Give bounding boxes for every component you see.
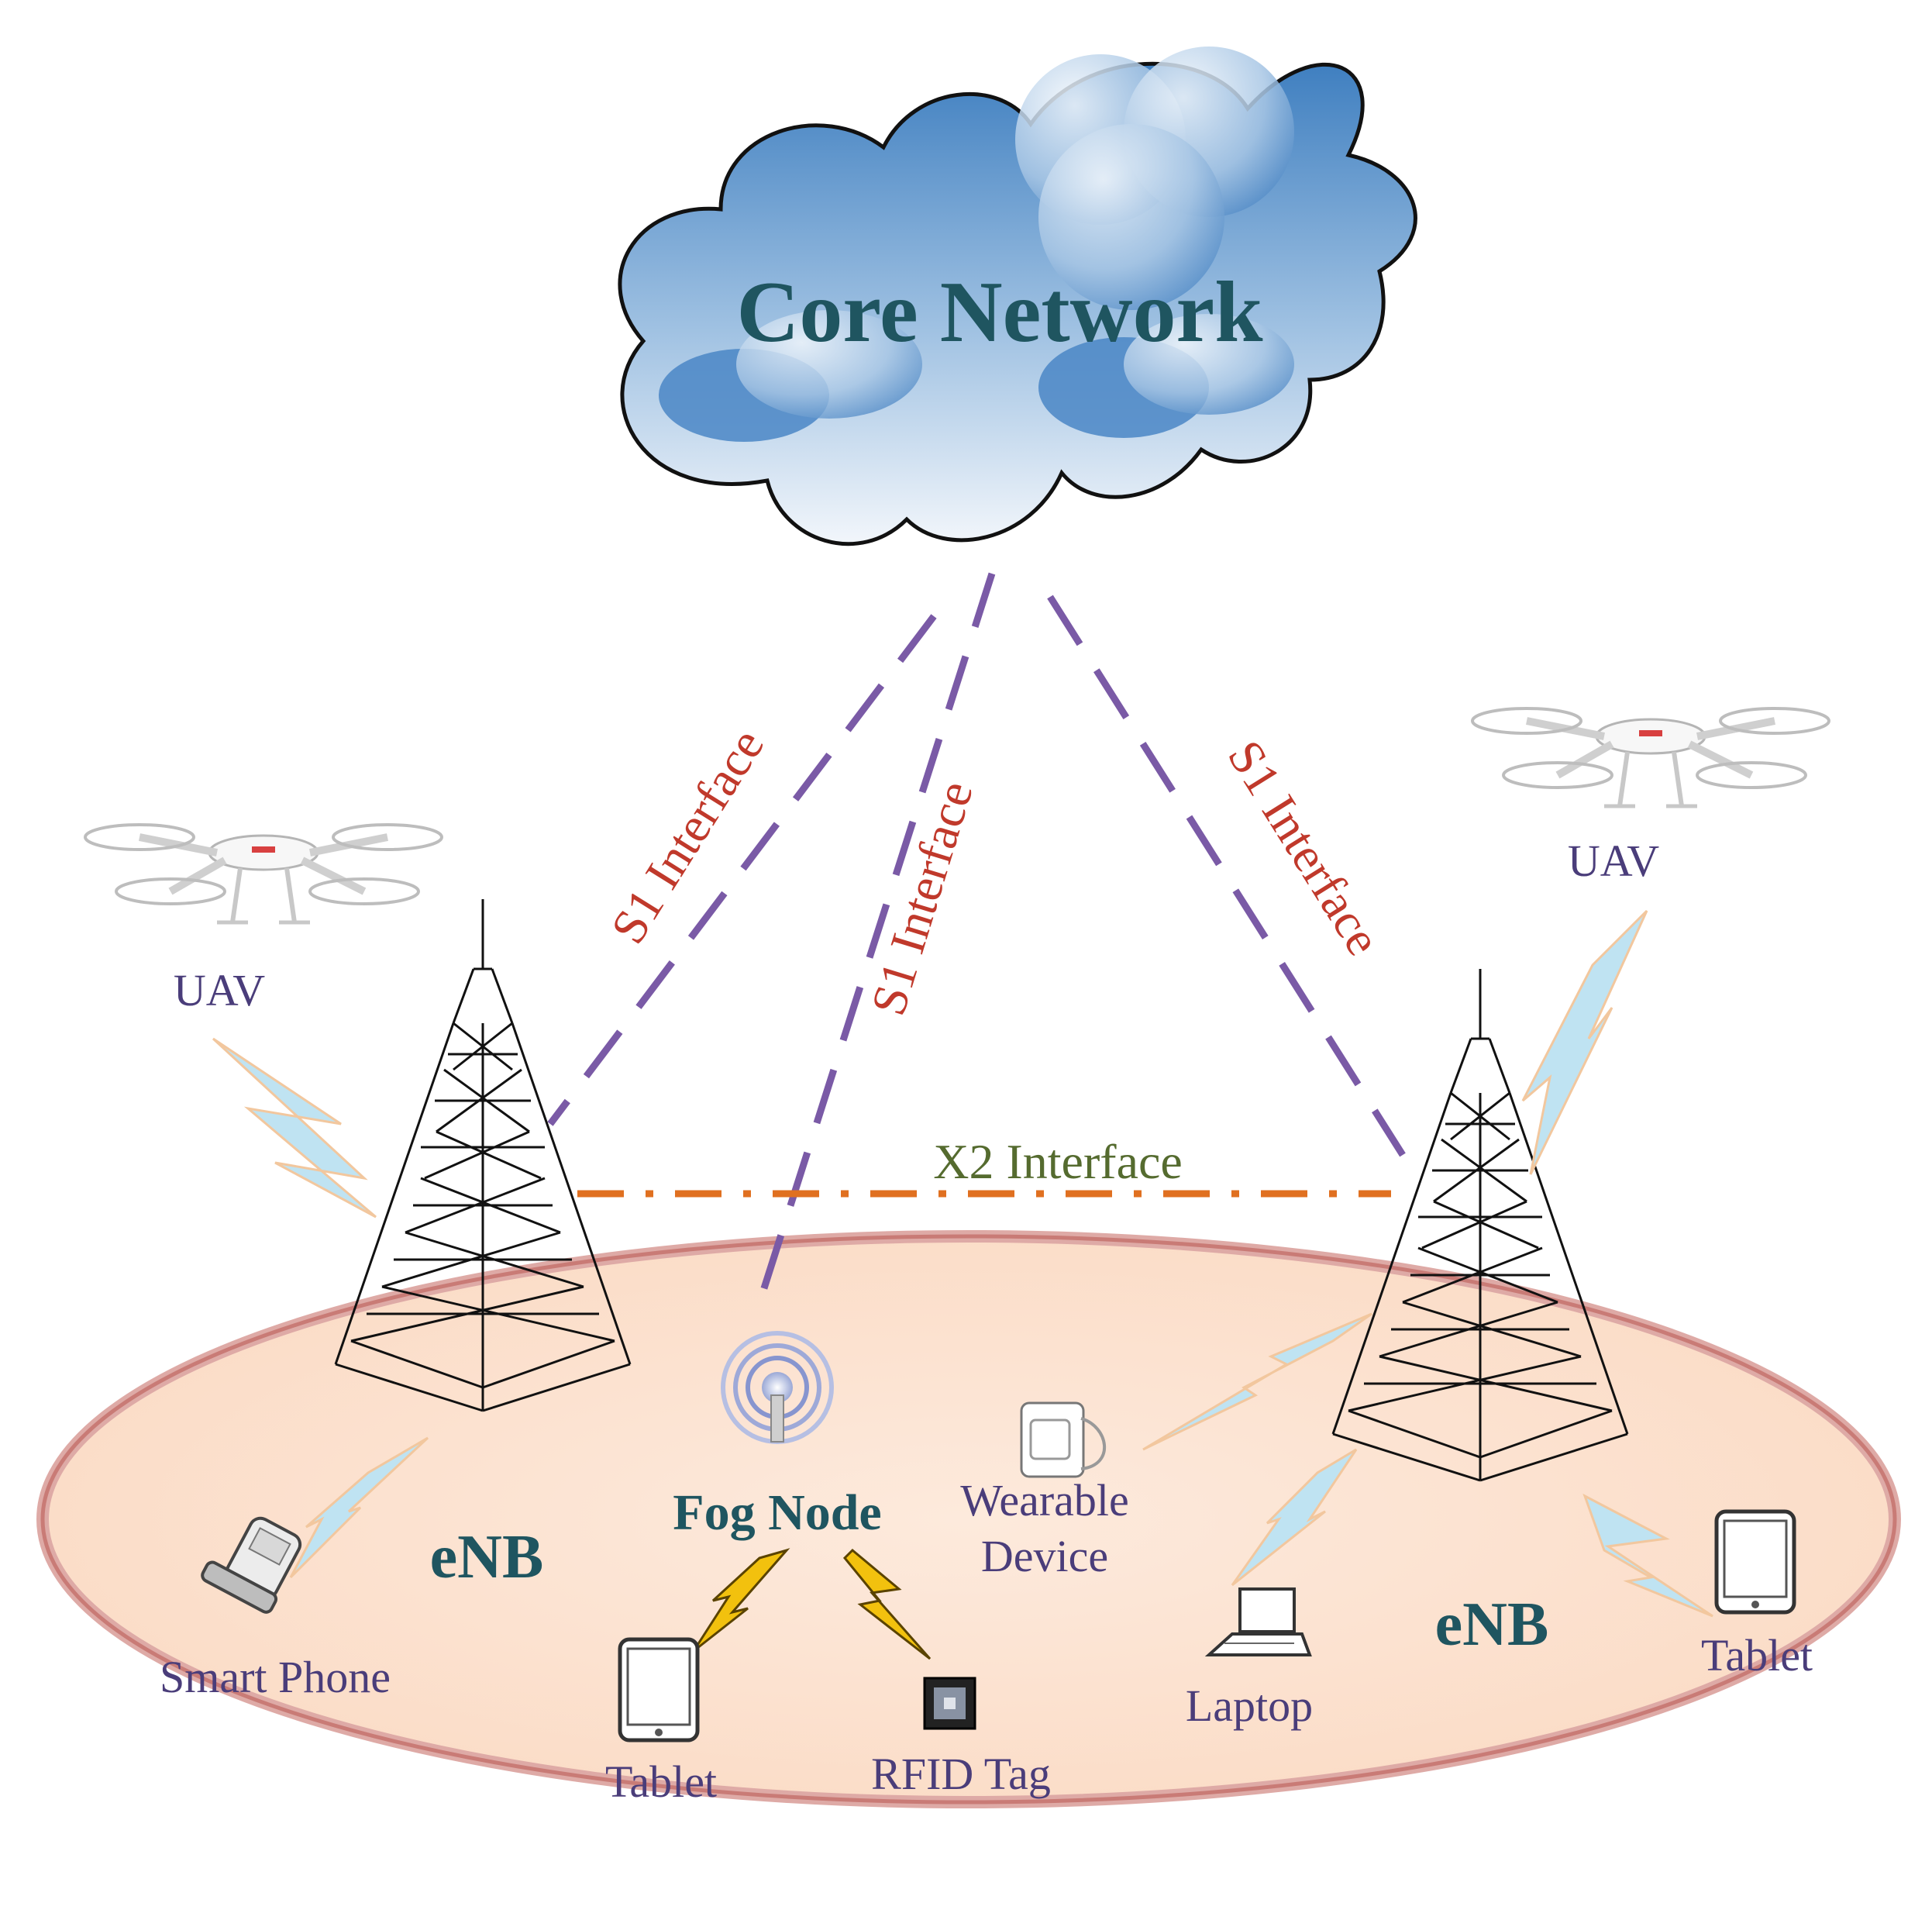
drone-icon-left <box>85 825 442 922</box>
s1-links <box>547 572 1406 1292</box>
wearable-label-line1: Wearable <box>960 1475 1129 1525</box>
bolt-icon-fog-rfid <box>842 1548 932 1660</box>
tablet-label-center: Tablet <box>605 1756 717 1807</box>
bolt-icon-tablet-right <box>1582 1493 1713 1618</box>
wireless-links <box>212 909 1713 1618</box>
tablet-label-right: Tablet <box>1701 1630 1813 1680</box>
core-network-label: Core Network <box>736 264 1263 360</box>
tablet-icon-center <box>620 1639 697 1740</box>
enb-label-left: eNB <box>430 1523 544 1591</box>
wearable-label-line2: Device <box>981 1531 1108 1581</box>
core-network-cloud: Core Network <box>618 47 1417 546</box>
bolt-icon-uav-right <box>1521 909 1648 1175</box>
s1-label-left: S1 Interface <box>600 719 774 953</box>
drone-icon-right <box>1472 708 1829 806</box>
tablet-icon-right <box>1717 1512 1794 1612</box>
rfid-tag-icon <box>923 1677 976 1730</box>
laptop-label: Laptop <box>1186 1680 1313 1731</box>
fog-node-label: Fog Node <box>673 1484 881 1541</box>
x2-label: X2 Interface <box>933 1134 1183 1189</box>
fog-node-icon <box>721 1331 834 1444</box>
s1-label-middle: S1 Interface <box>860 775 983 1022</box>
enb-label-right: eNB <box>1435 1591 1549 1659</box>
laptop-icon <box>1204 1587 1312 1656</box>
bolt-icon-laptop <box>1231 1448 1358 1587</box>
s1-label-right: S1 Interface <box>1217 731 1392 964</box>
tower-icon-left <box>334 898 632 1412</box>
wearable-icon <box>1020 1401 1106 1478</box>
rfid-tag-label: RFID Tag <box>871 1749 1051 1799</box>
uav-label-left: UAV <box>174 965 265 1015</box>
bolt-icon-fog-tablet <box>692 1548 790 1653</box>
bolt-icon-phone <box>289 1436 429 1579</box>
phone-icon <box>201 1516 302 1614</box>
smart-phone-label: Smart Phone <box>160 1652 391 1702</box>
bolt-icon-wearable <box>1142 1312 1372 1451</box>
bolt-icon-uav-left <box>212 1037 377 1219</box>
uav-label-right: UAV <box>1568 836 1659 886</box>
